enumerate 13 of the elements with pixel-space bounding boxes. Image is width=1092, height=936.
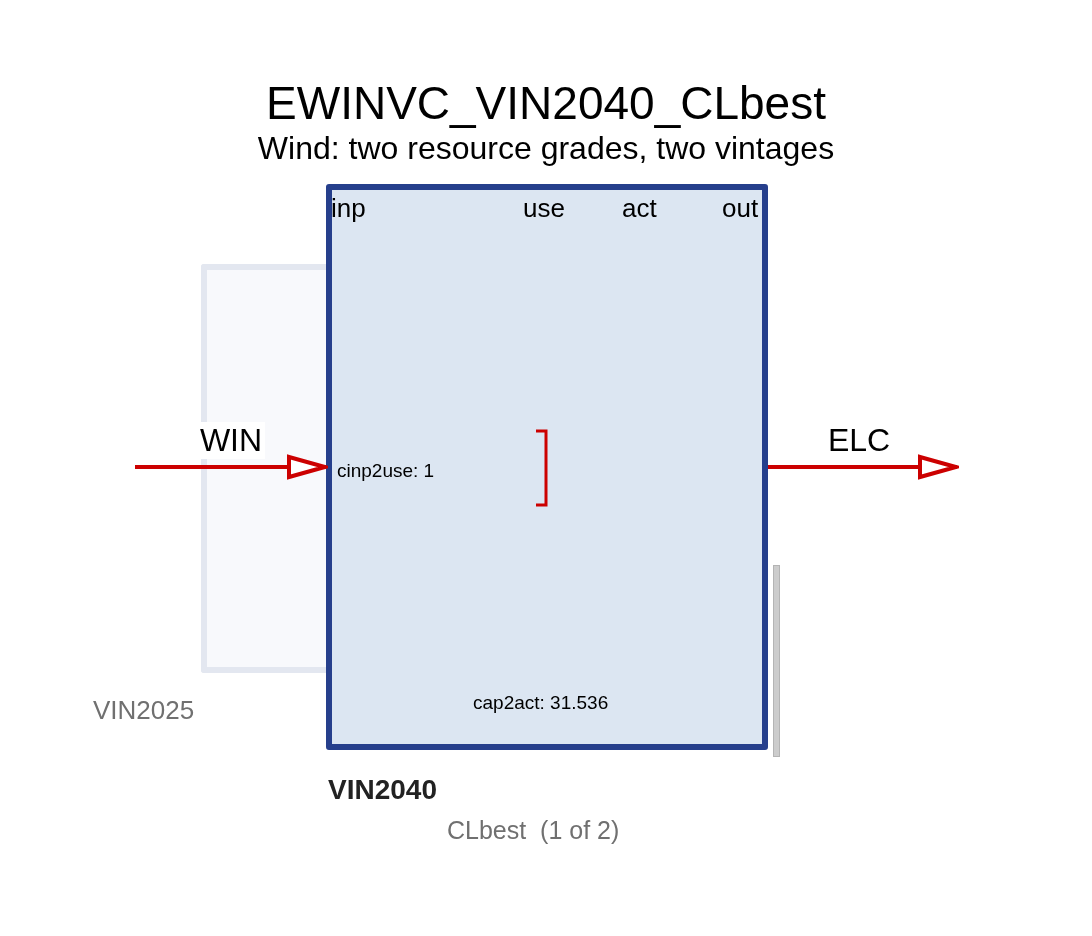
box-heading: VIN2040 xyxy=(328,774,437,806)
column-label: use xyxy=(523,193,565,223)
diagram-title: EWINVC_VIN2040_CLbest xyxy=(266,77,826,129)
port-label: out xyxy=(722,193,759,223)
arrow xyxy=(135,455,327,479)
diagram-subtitle: Wind: two resource grades, two vintages xyxy=(257,130,835,167)
port-label: inp xyxy=(331,193,366,223)
box-caption: VIN2025 xyxy=(93,695,195,725)
arrow xyxy=(768,455,958,479)
parameter-text: cinp2use: 1 xyxy=(337,460,435,482)
column-label: act xyxy=(622,193,657,223)
parameter-text: cap2act: 31.536 xyxy=(473,692,609,714)
box-subheading: CLbest (1 of 2) xyxy=(447,816,620,845)
